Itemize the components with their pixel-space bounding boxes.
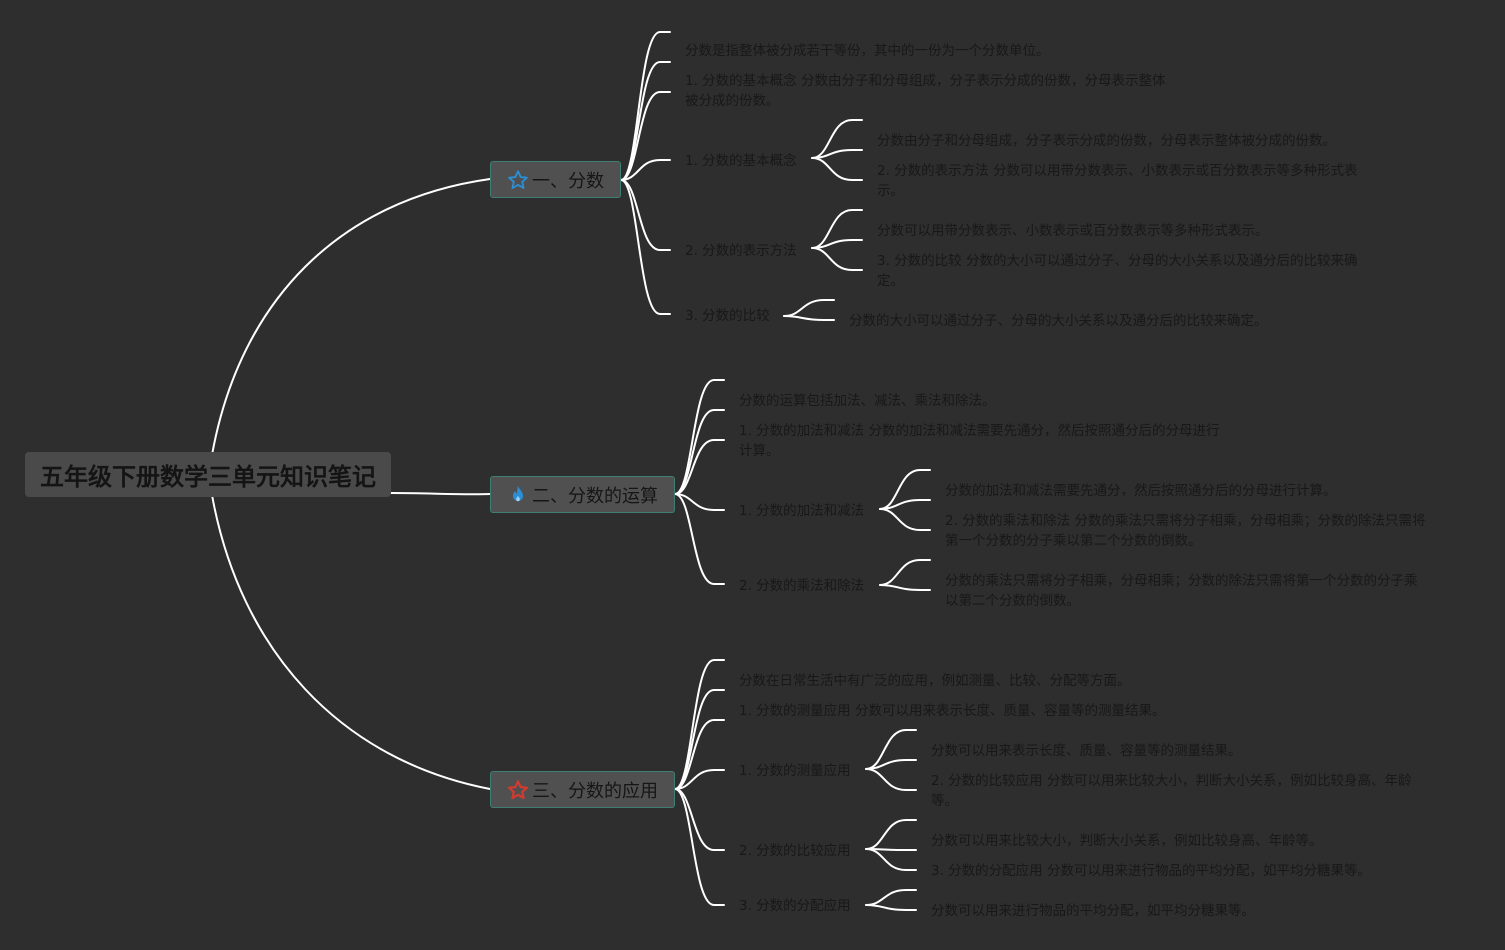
subtopic-text[interactable]: 2. 分数的表示方法 <box>685 243 797 259</box>
root-link <box>390 492 491 496</box>
detail-text[interactable]: 分数由分子和分母组成，分子表示分成的份数，分母表示整体被分成的份数。 <box>877 133 1336 149</box>
branch-link <box>620 159 671 181</box>
branch-link <box>865 768 917 791</box>
branch-link <box>674 719 725 790</box>
branch-link <box>674 788 725 851</box>
branch-link <box>620 31 671 181</box>
topic-fraction-applications[interactable]: 三、分数的应用 <box>490 771 675 808</box>
topic-fractions[interactable]: 一、分数 <box>490 161 621 198</box>
branch-link <box>674 379 725 495</box>
detail-text[interactable]: 2. 分数的比较应用 分数可以用来比较大小，判断大小关系，例如比较身高、年龄等。 <box>931 773 1412 809</box>
topic-fraction-operations[interactable]: 二、分数的运算 <box>490 476 675 513</box>
topic-label: 二、分数的运算 <box>532 485 658 507</box>
detail-text[interactable]: 分数可以用带分数表示、小数表示或百分数表示等多种形式表示。 <box>877 223 1269 239</box>
branch-link <box>783 299 835 317</box>
fire-icon <box>507 484 529 506</box>
topic-label: 三、分数的应用 <box>532 780 658 802</box>
detail-text[interactable]: 分数可以用来进行物品的平均分配，如平均分糖果等。 <box>931 903 1255 919</box>
branch-link <box>620 61 671 181</box>
branch-link <box>811 239 863 249</box>
subtopic-text[interactable]: 3. 分数的分配应用 <box>739 898 851 914</box>
star-outline-icon <box>507 169 529 191</box>
branch-link <box>620 91 671 181</box>
subtopic-text[interactable]: 1. 分数的测量应用 分数可以用来表示长度、质量、容量等的测量结果。 <box>739 703 1166 719</box>
topic-label: 一、分数 <box>532 170 604 192</box>
branch-link <box>674 493 725 585</box>
branch-link <box>879 584 931 591</box>
branch-link <box>879 508 931 531</box>
branch-link <box>674 788 725 906</box>
subtopic-text[interactable]: 1. 分数的加法和减法 分数的加法和减法需要先通分，然后按照通分后的分母进行计算… <box>739 423 1220 459</box>
branch-link <box>811 149 863 159</box>
subtopic-text[interactable]: 2. 分数的比较应用 <box>739 843 851 859</box>
detail-text[interactable]: 3. 分数的比较 分数的大小可以通过分子、分母的大小关系以及通分后的比较来确定。 <box>877 253 1358 289</box>
root-link <box>211 178 491 456</box>
subtopic-text[interactable]: 分数的运算包括加法、减法、乘法和除法。 <box>739 393 996 409</box>
branch-link <box>620 179 671 251</box>
branch-link <box>620 179 671 315</box>
branch-link <box>674 439 725 495</box>
branch-link <box>811 247 863 271</box>
branch-link <box>783 315 835 321</box>
detail-text[interactable]: 2. 分数的乘法和除法 分数的乘法只需将分子相乘，分母相乘；分数的除法只需将第一… <box>945 513 1426 549</box>
detail-text[interactable]: 分数的大小可以通过分子、分母的大小关系以及通分后的比较来确定。 <box>849 313 1268 329</box>
branch-link <box>865 819 917 850</box>
branch-link <box>674 493 725 511</box>
subtopic-text[interactable]: 分数是指整体被分成若干等份，其中的一份为一个分数单位。 <box>685 43 1050 59</box>
detail-text[interactable]: 分数的加法和减法需要先通分，然后按照通分后的分母进行计算。 <box>945 483 1337 499</box>
branch-link <box>879 499 931 510</box>
subtopic-text[interactable]: 3. 分数的比较 <box>685 308 770 324</box>
detail-text[interactable]: 2. 分数的表示方法 分数可以用带分数表示、小数表示或百分数表示等多种形式表示。 <box>877 163 1358 199</box>
subtopic-text[interactable]: 1. 分数的基本概念 <box>685 153 797 169</box>
root-title: 五年级下册数学三单元知识笔记 <box>40 463 376 491</box>
branch-link <box>865 904 917 911</box>
branch-link <box>865 889 917 906</box>
branch-link <box>865 759 917 770</box>
star-outline-icon <box>507 779 529 801</box>
detail-text[interactable]: 分数可以用来表示长度、质量、容量等的测量结果。 <box>931 743 1242 759</box>
root-link <box>211 494 491 790</box>
detail-text[interactable]: 分数可以用来比较大小，判断大小关系，例如比较身高、年龄等。 <box>931 833 1323 849</box>
subtopic-text[interactable]: 2. 分数的乘法和除法 <box>739 578 865 594</box>
subtopic-text[interactable]: 分数在日常生活中有广泛的应用，例如测量、比较、分配等方面。 <box>739 673 1131 689</box>
subtopic-text[interactable]: 1. 分数的基本概念 分数由分子和分母组成，分子表示分成的份数，分母表示整体被分… <box>685 73 1166 109</box>
subtopic-text[interactable]: 1. 分数的加法和减法 <box>739 503 865 519</box>
branch-link <box>674 769 725 790</box>
branch-link <box>879 559 931 586</box>
detail-text[interactable]: 3. 分数的分配应用 分数可以用来进行物品的平均分配，如平均分糖果等。 <box>931 863 1371 879</box>
root-topic[interactable]: 五年级下册数学三单元知识笔记 <box>25 452 391 497</box>
branch-link <box>865 848 917 871</box>
branch-link <box>811 157 863 181</box>
branch-link <box>674 689 725 790</box>
subtopic-text[interactable]: 1. 分数的测量应用 <box>739 763 851 779</box>
branch-link <box>674 409 725 495</box>
detail-text[interactable]: 分数的乘法只需将分子相乘，分母相乘；分数的除法只需将第一个分数的分子乘以第二个分… <box>945 573 1418 609</box>
